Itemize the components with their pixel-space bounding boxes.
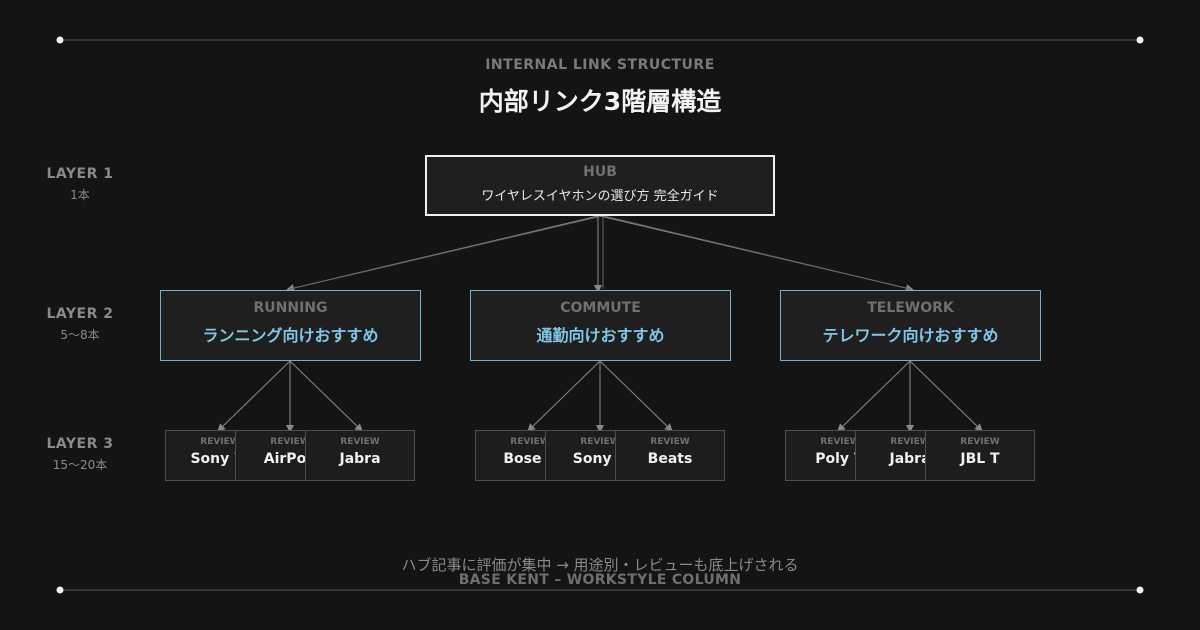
review-node: REVIEW Beats — [615, 430, 725, 481]
review-tag: REVIEW — [340, 437, 380, 447]
review-title: Jabra — [889, 451, 931, 467]
connector-commute-review-1 — [527, 360, 601, 432]
layer-name: LAYER 2 — [46, 306, 114, 322]
top-rule-right-dot — [1136, 36, 1144, 44]
hub-tag: HUB — [583, 164, 617, 180]
review-tag: REVIEW — [650, 437, 690, 447]
layer-label-3: LAYER 3 15〜20本 — [0, 436, 160, 473]
category-tag: COMMUTE — [560, 300, 641, 316]
category-node-commute: COMMUTE 通勤向けおすすめ — [470, 290, 731, 361]
category-title: ランニング向けおすすめ — [202, 326, 379, 345]
bottom-rule-right-dot — [1136, 586, 1144, 594]
category-node-running: RUNNING ランニング向けおすすめ — [160, 290, 421, 361]
review-tag: REVIEW — [960, 437, 1000, 447]
category-tag: RUNNING — [253, 300, 328, 316]
review-title: Jabra — [339, 451, 381, 467]
hub-title: ワイヤレスイヤホンの選び方 完全ガイド — [481, 189, 719, 204]
caption-text: ハブ記事に評価が集中 → 用途別・レビューも底上げされる — [401, 556, 799, 574]
layer-name: LAYER 1 — [46, 166, 114, 182]
connector-telework-review-3 — [909, 360, 983, 432]
connector-hub-running-2 — [289, 215, 603, 290]
connector-telework-review-1 — [837, 360, 911, 432]
review-title: JBL T — [960, 451, 1000, 467]
review-node: REVIEW Jabra — [305, 430, 415, 481]
layer-count: 5〜8本 — [60, 328, 100, 342]
hub-node: HUB ワイヤレスイヤホンの選び方 完全ガイド — [425, 155, 775, 216]
category-tag: TELEWORK — [867, 300, 954, 316]
layer-name: LAYER 3 — [46, 436, 114, 452]
review-tag: REVIEW — [890, 437, 930, 447]
review-title: AirPod — [263, 451, 317, 467]
category-title: 通勤向けおすすめ — [536, 326, 665, 345]
review-title: Poly V — [815, 451, 865, 467]
bottom-rule-left-dot — [56, 586, 64, 594]
connector-running-review-3 — [289, 360, 363, 432]
category-node-telework: TELEWORK テレワーク向けおすすめ — [780, 290, 1041, 361]
review-tag: REVIEW — [580, 437, 620, 447]
connector-running-review-1 — [217, 360, 291, 432]
category-title: テレワーク向けおすすめ — [822, 326, 999, 345]
top-rule-left-dot — [56, 36, 64, 44]
review-tag: REVIEW — [510, 437, 550, 447]
review-tag: REVIEW — [270, 437, 310, 447]
review-title: Bose C — [503, 451, 557, 467]
review-title: Beats — [647, 451, 693, 467]
layer-count: 1本 — [70, 188, 90, 202]
review-tag: REVIEW — [200, 437, 240, 447]
review-title: Sony X — [572, 451, 628, 467]
review-title: Sony W — [190, 451, 250, 467]
review-tag: REVIEW — [820, 437, 860, 447]
layer-label-2: LAYER 2 5〜8本 — [0, 306, 160, 343]
footer-credit: BASE KENT – WORKSTYLE COLUMN — [458, 572, 742, 588]
connector-hub-telework-2 — [603, 215, 911, 290]
review-node: REVIEW JBL T — [925, 430, 1035, 481]
page-title: 内部リンク3階層構造 — [478, 87, 722, 116]
layer-count: 15〜20本 — [52, 458, 108, 472]
eyebrow-label: INTERNAL LINK STRUCTURE — [485, 57, 715, 73]
layer-label-1: LAYER 1 1本 — [0, 166, 160, 203]
connector-commute-review-3 — [599, 360, 673, 432]
